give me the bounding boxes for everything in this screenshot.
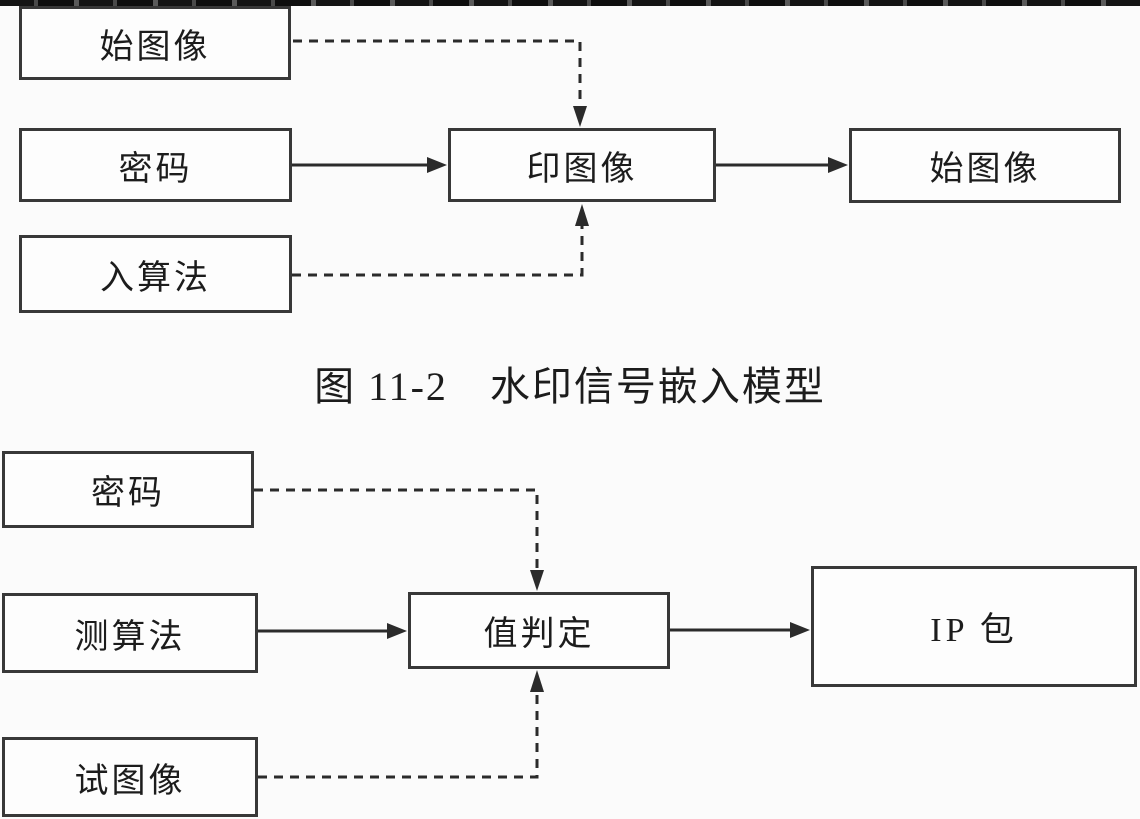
detect-box-process: 值判定	[408, 592, 670, 669]
embed-box-original-image: 始图像	[19, 6, 291, 80]
detect-box-key: 密码	[2, 451, 254, 528]
scan-artifact-top-edge	[0, 0, 1140, 6]
embed-box-algorithm: 入算法	[19, 235, 292, 313]
detect-box-test-image: 试图像	[2, 737, 258, 817]
embed-box-process: 印图像	[448, 128, 716, 202]
embed-box-key: 密码	[19, 128, 292, 202]
figure-caption: 图 11-2 水印信号嵌入模型	[314, 364, 826, 409]
arrow-embed-algorithm-to-process	[292, 204, 589, 277]
arrow-detect-algorithm-to-process	[258, 623, 407, 639]
arrow-embed-key-to-process	[292, 157, 447, 173]
arrow-embed-process-to-output	[716, 157, 848, 173]
detect-box-algorithm: 测算法	[2, 593, 258, 673]
arrow-detect-test-to-process	[258, 670, 544, 779]
embed-box-output-image: 始图像	[849, 128, 1121, 203]
arrow-detect-process-to-output	[670, 622, 810, 638]
arrow-embed-original-to-process	[293, 39, 587, 127]
detect-box-output-ip: IP 包	[811, 566, 1137, 687]
arrow-detect-key-to-process	[254, 488, 544, 591]
